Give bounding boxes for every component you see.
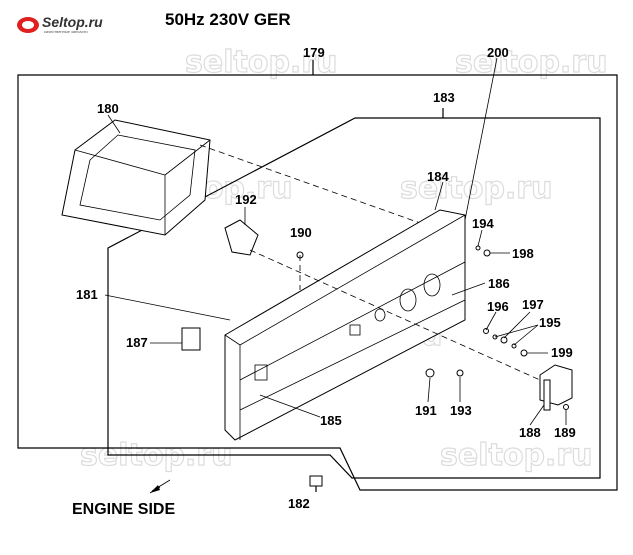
part-193 xyxy=(456,369,464,377)
leader-lines xyxy=(104,57,567,494)
arrow-head-icon xyxy=(150,485,160,493)
part-194 xyxy=(475,245,481,251)
part-labels: 179 200 180 183 184 192 190 194 198 186 … xyxy=(76,45,576,511)
label-180: 180 xyxy=(97,101,119,116)
part-192-switch xyxy=(224,219,259,256)
label-186: 186 xyxy=(488,276,510,291)
part-195b xyxy=(511,343,517,349)
label-200: 200 xyxy=(487,45,509,60)
label-179: 179 xyxy=(303,45,325,60)
label-199: 199 xyxy=(551,345,573,360)
label-198: 198 xyxy=(512,246,534,261)
frame-179 xyxy=(17,60,618,491)
label-192: 192 xyxy=(235,192,257,207)
part-189 xyxy=(563,404,569,410)
svg-text:качественные запчасти: качественные запчасти xyxy=(44,29,88,34)
part-182-bolt xyxy=(309,475,323,492)
part-191 xyxy=(425,368,435,378)
label-195: 195 xyxy=(539,315,561,330)
label-187: 187 xyxy=(126,335,148,350)
label-181: 181 xyxy=(76,287,98,302)
label-191: 191 xyxy=(415,403,437,418)
label-185: 185 xyxy=(320,413,342,428)
label-182: 182 xyxy=(288,496,310,511)
seltop-logo: Seltop.ru качественные запчасти xyxy=(17,14,103,34)
engine-side-label: ENGINE SIDE xyxy=(72,501,175,518)
svg-text:Seltop.ru: Seltop.ru xyxy=(42,14,103,30)
part-199 xyxy=(520,349,528,357)
label-183: 183 xyxy=(433,90,455,105)
engine-side-indicator: ENGINE SIDE xyxy=(72,479,175,518)
label-188: 188 xyxy=(519,425,541,440)
label-197: 197 xyxy=(522,297,544,312)
label-189: 189 xyxy=(554,425,576,440)
watermark: seltop.ru xyxy=(440,438,592,473)
watermark: seltop.ru xyxy=(400,171,552,206)
label-196: 196 xyxy=(487,299,509,314)
label-193: 193 xyxy=(450,403,472,418)
label-190: 190 xyxy=(290,225,312,240)
diagram-title: 50Hz 230V GER xyxy=(165,10,291,29)
part-197 xyxy=(500,336,508,344)
part-196 xyxy=(483,328,489,334)
frame-183 xyxy=(107,108,601,479)
label-194: 194 xyxy=(472,216,494,231)
part-188-outlet xyxy=(539,364,573,411)
part-198 xyxy=(483,249,491,257)
part-180-cover xyxy=(61,119,211,236)
label-184: 184 xyxy=(427,169,449,184)
part-187-switch xyxy=(181,327,201,351)
part-185-panel xyxy=(224,209,466,441)
